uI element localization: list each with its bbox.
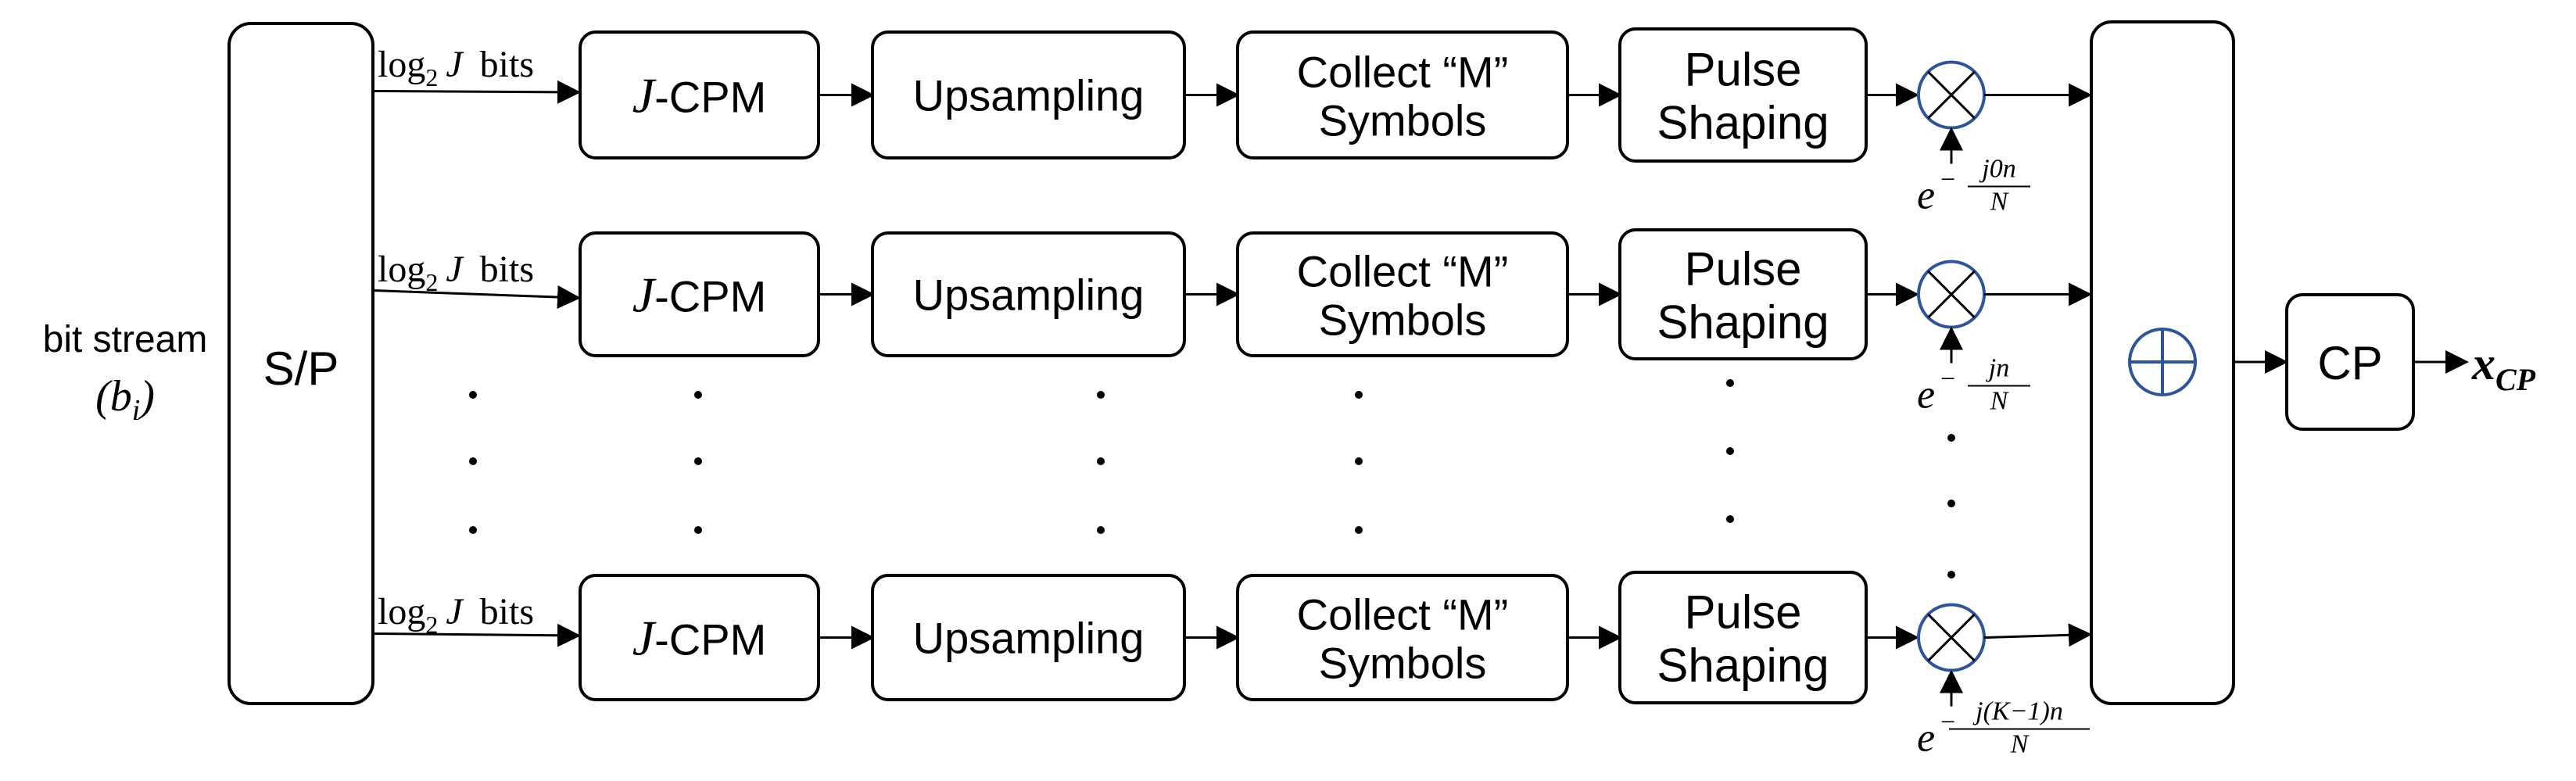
multiplier-cross: [1927, 270, 1976, 319]
pulse-label-line1: Pulse: [1684, 243, 1801, 296]
continuation-dot: [1355, 457, 1363, 465]
exponential-sign: −: [1940, 166, 1955, 195]
exponential-numerator: j(K−1)n: [1972, 697, 2063, 726]
sp-to-cpm-arrow: [372, 80, 581, 104]
exponential-base: e: [1917, 716, 1935, 761]
continuation-dot: [1947, 500, 1955, 507]
bit-stream-label: bit stream: [43, 319, 208, 360]
mixer-to-sum-arrow: [1983, 623, 2092, 647]
continuation-dot: [1947, 434, 1955, 442]
cp-label: CP: [2317, 337, 2382, 389]
serial-to-parallel-block: [228, 22, 374, 705]
continuation-dot: [469, 457, 477, 465]
continuation-dot: [1355, 526, 1363, 534]
collect-label-line2: Symbols: [1319, 296, 1487, 345]
pulse-label-line1: Pulse: [1684, 586, 1801, 639]
collect-label-line2: Symbols: [1319, 639, 1487, 688]
multiplier-cross: [1927, 70, 1976, 120]
upsampling-label: Upsampling: [913, 270, 1145, 320]
cpm-label: J-CPM: [632, 267, 767, 323]
continuation-dot: [1726, 515, 1734, 523]
output-symbol: xCP: [2471, 338, 2536, 397]
sp-to-cpm-arrow: [372, 285, 581, 310]
pulse-label-line2: Shaping: [1657, 97, 1829, 149]
exponential-numerator: j0n: [1979, 155, 2015, 184]
continuation-dot: [1947, 571, 1955, 579]
cpm-label: J-CPM: [632, 611, 767, 666]
upsampling-label: Upsampling: [913, 71, 1145, 120]
continuation-dot: [694, 457, 702, 465]
collect-label-line1: Collect “M”: [1297, 247, 1509, 296]
collect-label-line2: Symbols: [1319, 96, 1487, 145]
pulse-label-line2: Shaping: [1657, 639, 1829, 692]
continuation-dot: [1726, 447, 1734, 455]
continuation-dot: [1097, 526, 1105, 534]
exponential-denominator: N: [1990, 188, 2010, 217]
exponential-numerator: jn: [1986, 354, 2009, 383]
upsampling-label: Upsampling: [913, 614, 1145, 663]
sp-label: S/P: [263, 342, 339, 395]
cpm-label: J-CPM: [632, 68, 767, 124]
exponential-base: e: [1917, 174, 1935, 218]
pulse-label-line1: Pulse: [1684, 44, 1801, 96]
multiplier-cross: [1927, 613, 1976, 662]
pulse-label-line2: Shaping: [1657, 296, 1829, 349]
continuation-dot: [469, 391, 477, 399]
continuation-dot: [469, 526, 477, 534]
exponential-base: e: [1917, 373, 1935, 417]
exponential-denominator: N: [1990, 387, 2010, 416]
continuation-dot: [694, 526, 702, 534]
sp-to-cpm-arrow: [372, 623, 581, 647]
collect-label-line1: Collect “M”: [1297, 590, 1509, 639]
continuation-dot: [694, 391, 702, 399]
exponential-denominator: N: [2010, 730, 2030, 759]
continuation-dot: [1355, 391, 1363, 399]
exponential-sign: −: [1940, 708, 1955, 737]
continuation-dot: [1097, 457, 1105, 465]
exponential-sign: −: [1940, 365, 1955, 394]
bit-stream-symbol: (bi): [95, 372, 155, 427]
collect-label-line1: Collect “M”: [1297, 48, 1509, 97]
continuation-dot: [1097, 391, 1105, 399]
continuation-dots: [469, 379, 1955, 579]
continuation-dot: [1726, 379, 1734, 387]
